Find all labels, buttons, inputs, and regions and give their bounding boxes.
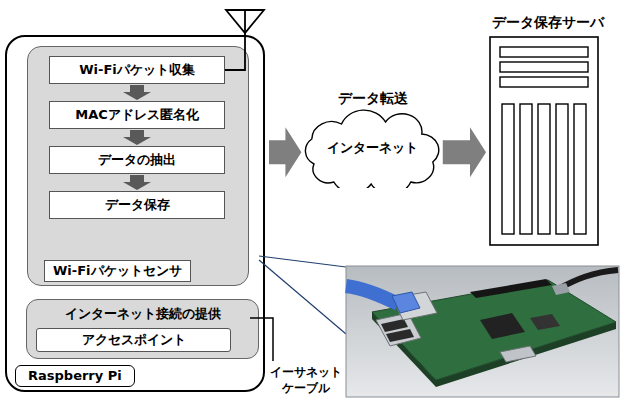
text-slot: インターネット xyxy=(300,138,445,158)
text-slot: データの抽出 xyxy=(50,147,224,173)
process-label: データの抽出 xyxy=(98,151,176,169)
ethernet-leader-line xyxy=(250,318,273,361)
drive-slot xyxy=(500,47,588,57)
raspberry-pi-photo xyxy=(346,266,619,397)
callout-lines xyxy=(259,256,346,334)
server-illustration xyxy=(476,12,620,248)
text-slot: Wi-Fiパケット収集 xyxy=(50,57,224,83)
vent-slot xyxy=(538,104,550,234)
group-label: Wi-Fiパケットセンサ xyxy=(44,260,191,282)
text-slot: MACアドレス匿名化 xyxy=(50,102,224,128)
server-heading: データ保存サーバ xyxy=(476,12,620,32)
process-box: データの抽出 xyxy=(49,146,225,174)
service-group: アクセスポイント インターネット接続の提供 xyxy=(26,299,259,359)
text-slot: インターネット接続の提供 xyxy=(27,305,258,323)
block-arrow xyxy=(443,127,486,177)
drive-slot xyxy=(500,62,588,72)
process-box: Wi-Fiパケット収集 xyxy=(49,56,225,84)
process-label: データ保存 xyxy=(105,196,170,214)
block-arrow xyxy=(269,127,301,177)
block-arrow xyxy=(123,85,151,100)
drive-slot xyxy=(500,77,588,87)
text-slot: データ転送 xyxy=(300,88,445,108)
storage-server: データ保存サーバ xyxy=(476,12,620,248)
cable-label: イーサネット ケーブル xyxy=(268,364,344,396)
process-label: MACアドレス匿名化 xyxy=(75,106,199,124)
process-box: MACアドレス匿名化 xyxy=(49,101,225,129)
vent-slot xyxy=(520,104,532,234)
server-body xyxy=(490,37,598,245)
device-label: Raspberry Pi xyxy=(15,365,135,387)
process-label: アクセスポイント xyxy=(82,331,186,349)
text-slot: イーサネット ケーブル xyxy=(268,364,344,396)
internet-cloud: データ転送インターネット xyxy=(300,88,445,188)
block-arrow xyxy=(123,130,151,145)
cloud-heading: データ転送 xyxy=(300,88,445,108)
antenna-symbol xyxy=(225,10,264,70)
group-label: インターネット接続の提供 xyxy=(27,305,258,323)
block-arrow xyxy=(123,175,151,190)
text-slot: データ保存 xyxy=(50,192,224,218)
vent-slot xyxy=(502,104,514,234)
process-label: Wi-Fiパケット収集 xyxy=(79,61,195,79)
text-slot: アクセスポイント xyxy=(37,329,230,351)
text-slot: Wi-Fiパケットセンサ xyxy=(44,260,191,282)
sensor-group: Wi-Fiパケット収集 MACアドレス匿名化データの抽出データ保存 Wi-Fiパケッ… xyxy=(27,46,249,286)
cloud-label: インターネット xyxy=(300,138,445,158)
device-outline: Wi-Fiパケット収集 MACアドレス匿名化データの抽出データ保存 Wi-Fiパケッ… xyxy=(5,35,265,392)
vent-slot xyxy=(574,104,586,234)
process-box: データ保存 xyxy=(49,191,225,219)
text-slot: Raspberry Pi xyxy=(15,365,135,387)
vent-slot xyxy=(556,104,568,234)
access-point-box: アクセスポイント xyxy=(36,328,231,352)
text-slot: データ保存サーバ xyxy=(476,12,620,32)
